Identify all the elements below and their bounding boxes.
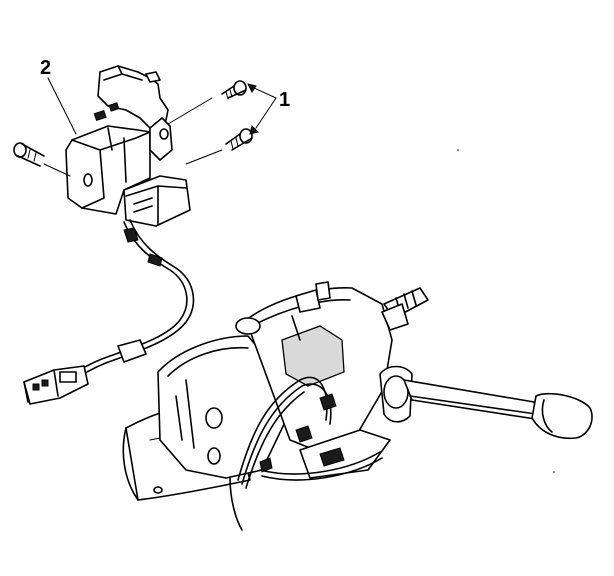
callout-2-leader (47, 77, 77, 135)
callout-1-leader (253, 87, 277, 129)
steering-column (122, 281, 593, 531)
switch-pigtail-harness (23, 219, 195, 405)
callout-1-arrow (249, 125, 259, 135)
switch-assembly (65, 65, 191, 227)
stray-mark (553, 471, 555, 473)
callout-label-1: 1 (279, 89, 291, 111)
screw-guide-line (167, 97, 213, 125)
screw-guide-line (185, 149, 223, 165)
callout-label-2: 2 (40, 57, 52, 79)
callout-1-arrow (247, 83, 257, 93)
stray-mark (457, 149, 459, 151)
screw-guide-line (43, 163, 71, 177)
screw-middle-right (225, 128, 253, 151)
screw-left (13, 142, 45, 167)
screw-upper-right (221, 80, 247, 100)
